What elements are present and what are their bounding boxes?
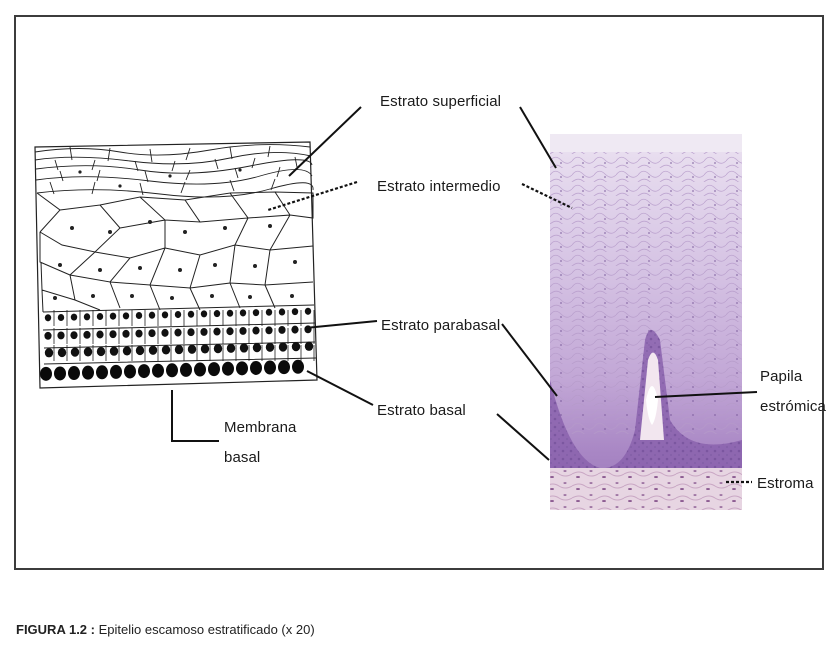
parabasal-nucleus [292, 342, 300, 351]
parabasal-nucleus [71, 314, 77, 321]
basal-nucleus [138, 364, 150, 378]
parabasal-nucleus [174, 329, 181, 337]
parabasal-nucleus [83, 331, 90, 339]
parabasal-nucleus [187, 328, 194, 336]
parabasal-nucleus [291, 326, 298, 334]
parabasal-nucleus [97, 347, 105, 356]
label-estrato-superficial: Estrato superficial [380, 93, 501, 110]
parabasal-nucleus [227, 344, 235, 353]
caption-text: Epitelio escamoso estratificado (x 20) [99, 622, 315, 637]
parabasal-nucleus [175, 311, 181, 318]
parabasal-nucleus [96, 331, 103, 339]
parabasal-nucleus [135, 330, 142, 338]
parabasal-nucleus [57, 332, 64, 340]
parabasal-nucleus [161, 329, 168, 337]
basal-nucleus [264, 361, 276, 375]
basal-nucleus [236, 361, 248, 375]
basal-nucleus [278, 360, 290, 374]
basal-nucleus [96, 365, 108, 379]
caption-label: FIGURA 1.2 : [16, 622, 95, 637]
basal-nucleus [194, 363, 206, 377]
basal-nucleus [124, 364, 136, 378]
parabasal-nucleus [84, 313, 90, 320]
parabasal-nucleus [45, 314, 51, 321]
parabasal-nucleus [292, 308, 298, 315]
basal-nucleus [40, 367, 52, 381]
parabasal-nucleus [201, 344, 209, 353]
parabasal-nucleus [136, 346, 144, 355]
parabasal-nucleus [136, 312, 142, 319]
parabasal-nucleus [188, 311, 194, 318]
parabasal-nucleus [188, 345, 196, 354]
parabasal-nucleus [279, 308, 285, 315]
parabasal-nucleus [149, 312, 155, 319]
parabasal-nucleus [45, 348, 53, 357]
parabasal-nucleus [201, 310, 207, 317]
parabasal-nucleus [266, 309, 272, 316]
parabasal-nucleus [305, 342, 313, 351]
histology-photo [550, 134, 742, 510]
parabasal-nucleus [253, 309, 259, 316]
label-estromica: estrómica [760, 398, 826, 415]
parabasal-nucleus [266, 343, 274, 352]
parabasal-nucleus [149, 346, 157, 355]
parabasal-nucleus [305, 308, 311, 315]
parabasal-nucleus [110, 347, 118, 356]
parabasal-nucleus [279, 342, 287, 351]
parabasal-nucleus [122, 330, 129, 338]
basal-nucleus [250, 361, 262, 375]
basal-nucleus [292, 360, 304, 374]
label-membrana: Membrana [224, 419, 297, 436]
label-papila: Papila [760, 368, 803, 385]
label-basal: basal [224, 449, 260, 466]
parabasal-nucleus [58, 348, 66, 357]
parabasal-nucleus [84, 347, 92, 356]
parabasal-nucleus [200, 328, 207, 336]
parabasal-nucleus [123, 346, 131, 355]
parabasal-nucleus [175, 345, 183, 354]
parabasal-nucleus [227, 310, 233, 317]
parabasal-nucleus [58, 314, 64, 321]
label-estrato-basal: Estrato basal [377, 402, 466, 419]
parabasal-nucleus [97, 313, 103, 320]
parabasal-nucleus [265, 326, 272, 334]
basal-nucleus [166, 363, 178, 377]
parabasal-nucleus [226, 327, 233, 335]
figure-caption: FIGURA 1.2 : Epitelio escamoso estratifi… [16, 622, 315, 637]
parabasal-nucleus [240, 309, 246, 316]
label-estrato-intermedio: Estrato intermedio [377, 178, 501, 195]
parabasal-nucleus [110, 313, 116, 320]
parabasal-nucleus [162, 311, 168, 318]
parabasal-nucleus [252, 327, 259, 335]
drawn-epithelium [35, 142, 317, 388]
parabasal-nucleus [148, 329, 155, 337]
basal-nucleus [152, 364, 164, 378]
parabasal-nucleus [240, 343, 248, 352]
parabasal-nucleus [123, 312, 129, 319]
parabasal-nucleus [109, 330, 116, 338]
basal-nucleus [68, 366, 80, 380]
parabasal-nucleus [44, 332, 51, 340]
basal-nucleus [82, 366, 94, 380]
parabasal-nucleus [162, 345, 170, 354]
basal-nucleus [54, 366, 66, 380]
basal-nucleus [222, 362, 234, 376]
basal-nucleus [180, 363, 192, 377]
label-estroma: Estroma [757, 475, 814, 492]
parabasal-nucleus [253, 343, 261, 352]
label-estrato-parabasal: Estrato parabasal [381, 317, 500, 334]
parabasal-nucleus [70, 331, 77, 339]
basal-nucleus [110, 365, 122, 379]
parabasal-nucleus [214, 344, 222, 353]
parabasal-nucleus [239, 327, 246, 335]
parabasal-nucleus [71, 348, 79, 357]
basal-nucleus [208, 362, 220, 376]
parabasal-nucleus [214, 310, 220, 317]
parabasal-nucleus [278, 326, 285, 334]
parabasal-nucleus [213, 328, 220, 336]
